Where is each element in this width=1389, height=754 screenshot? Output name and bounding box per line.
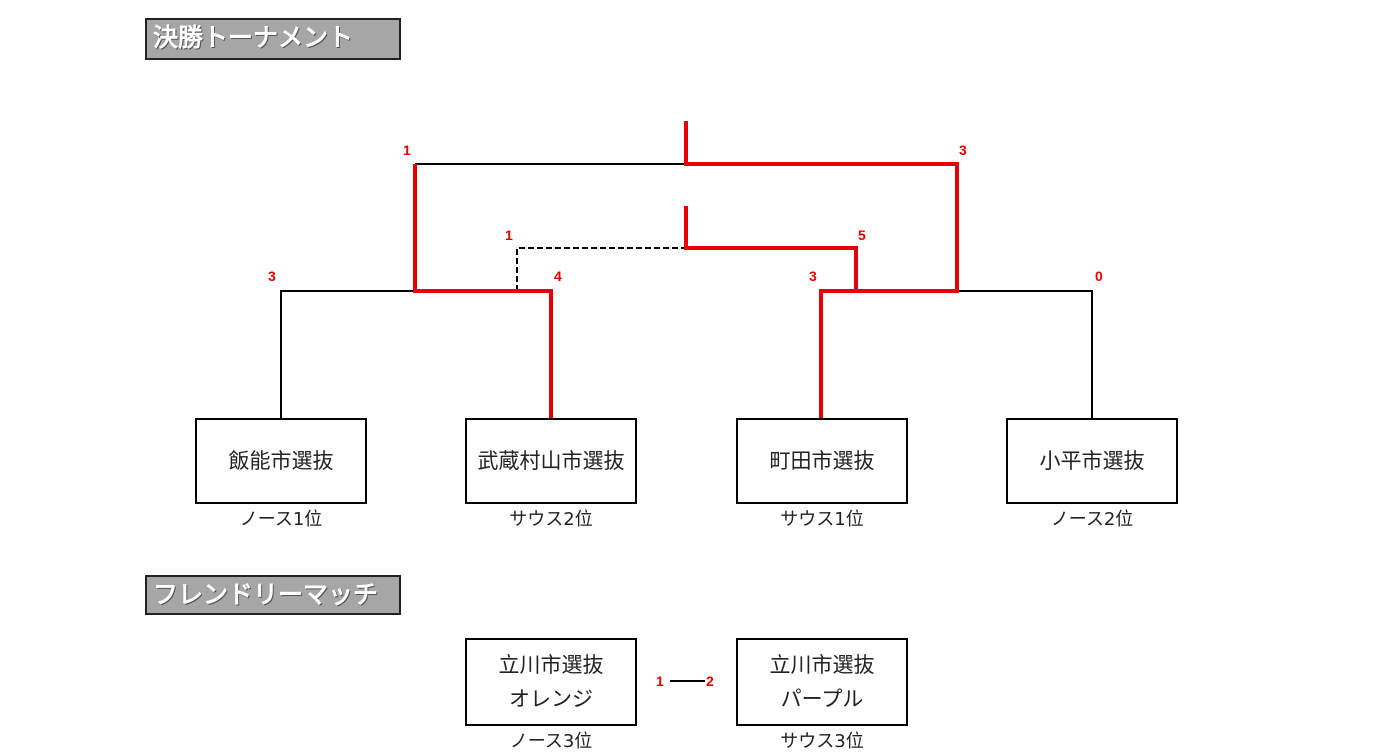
third-place-score-right: 5 [858, 227, 866, 243]
team-rank-3: サウス1位 [780, 509, 864, 530]
bracket-line-team4 [957, 290, 1093, 418]
team-rank-4: ノース2位 [1050, 509, 1134, 530]
team-rank-2: サウス2位 [509, 509, 593, 530]
team-name: 武蔵村山市選抜 [477, 449, 625, 473]
semifinal-right-score-b: 0 [1095, 268, 1103, 284]
friendly-team-left-color: オレンジ [509, 687, 593, 711]
team-rank-1: ノース1位 [239, 509, 323, 530]
bracket-line-third-left [516, 247, 686, 291]
friendly-rank-right: サウス3位 [780, 731, 864, 752]
winner-line-third [684, 206, 858, 291]
friendly-team-right: 立川市選抜 パープル [736, 638, 908, 726]
team-name: 飯能市選抜 [228, 449, 334, 473]
tournament-section-title: 決勝トーナメント [145, 18, 401, 60]
semifinal-right-score-a: 3 [809, 268, 817, 284]
friendly-team-left-name: 立川市選抜 [498, 653, 604, 677]
friendly-rank-left: ノース3位 [509, 731, 593, 752]
friendly-team-right-color: パープル [780, 687, 864, 711]
bracket-line-team1 [280, 290, 415, 418]
team-box-2: 武蔵村山市選抜 [465, 418, 637, 504]
team-box-3: 町田市選抜 [736, 418, 908, 504]
friendly-score-left: 1 [656, 673, 664, 689]
team-box-4: 小平市選抜 [1006, 418, 1178, 504]
third-place-score-left: 1 [505, 227, 513, 243]
semifinal-left-score-a: 3 [268, 268, 276, 284]
final-score-left: 1 [403, 142, 411, 158]
final-score-right: 3 [959, 142, 967, 158]
semifinal-left-score-b: 4 [554, 268, 562, 284]
winner-line-team2 [413, 164, 553, 418]
friendly-section-title: フレンドリーマッチ [145, 575, 401, 615]
friendly-score-right: 2 [706, 673, 714, 689]
friendly-team-right-name: 立川市選抜 [769, 653, 875, 677]
team-name: 町田市選抜 [769, 449, 875, 473]
winner-line-team3 [684, 121, 959, 418]
team-name: 小平市選抜 [1039, 449, 1145, 473]
team-box-1: 飯能市選抜 [195, 418, 367, 504]
friendly-team-left: 立川市選抜 オレンジ [465, 638, 637, 726]
